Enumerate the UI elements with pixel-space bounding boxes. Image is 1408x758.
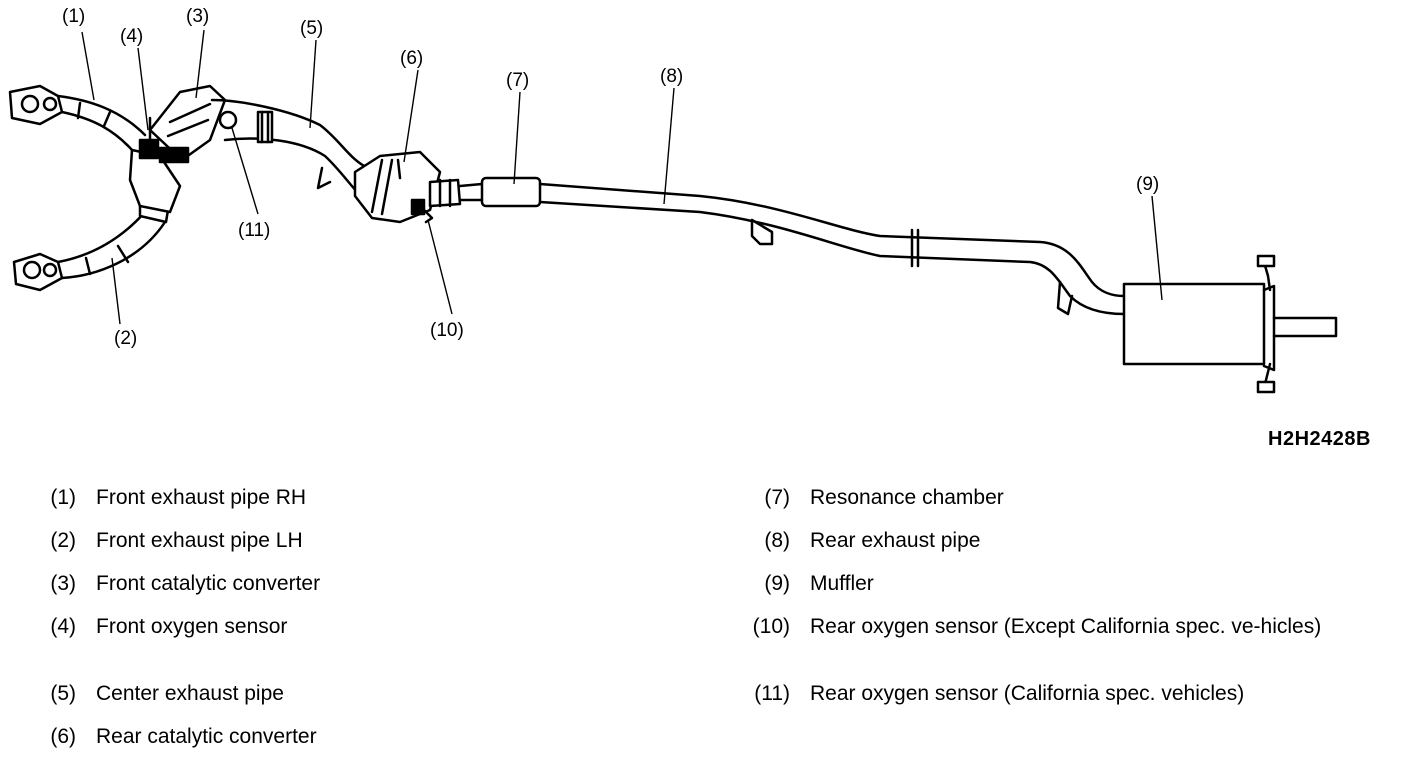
legend-number: (1) [50,486,76,509]
legend-label: Rear catalytic converter [96,725,317,748]
callout-4: (4) [120,26,143,47]
callout-8: (8) [660,66,683,87]
callout-2: (2) [114,328,137,349]
legend-item: (11) Rear oxygen sensor (California spec… [740,682,1385,725]
callout-9: (9) [1136,174,1159,195]
legend-label: Rear oxygen sensor (California spec. veh… [810,682,1245,705]
legend-number: (3) [50,572,76,595]
legend-number: (6) [50,725,76,748]
legend-item: (9) Muffler [740,572,1385,615]
callout-5: (5) [300,18,323,39]
legend-label: Front exhaust pipe LH [96,529,303,552]
front-exhaust-pipe-rh [8,84,147,152]
legend-number: (4) [50,615,76,638]
callout-11: (11) [238,220,270,241]
legend-number: (10) [752,615,790,638]
legend-left: (1) Front exhaust pipe RH (2) Front exha… [40,486,600,755]
legend-number: (11) [754,682,790,705]
legend-label: Front catalytic converter [96,572,321,595]
legend-label: Center exhaust pipe [96,682,284,705]
legend-item: (6) Rear catalytic converter [40,725,600,755]
center-exhaust-pipe [210,98,370,197]
legend-item: (7) Resonance chamber [740,486,1385,529]
rear-exhaust-pipe [538,182,1126,316]
legend-item: (1) Front exhaust pipe RH [40,486,600,529]
legend-number: (7) [764,486,790,509]
figure-code: H2H2428B [1268,428,1371,450]
legend-label: Resonance chamber [810,486,1004,509]
callout-1: (1) [62,6,85,27]
legend-label: Rear oxygen sensor (Except California sp… [810,615,1322,638]
legend-label: Muffler [810,572,874,595]
callout-6: (6) [400,48,423,69]
resonance-chamber [428,176,542,208]
rear-oxygen-sensor-california [218,110,238,130]
leader-lines [81,29,1163,325]
legend-label: Front oxygen sensor [96,615,288,638]
legend-item: (3) Front catalytic converter [40,572,600,615]
muffler [1122,254,1338,394]
front-exhaust-pipe-lh [12,202,170,292]
legend-item: (5) Center exhaust pipe [40,682,600,725]
exhaust-system-diagram: (1) (2) (3) (4) (5) (6) (7) (8) (9) (10)… [8,6,1338,394]
front-catalytic-converter [148,84,227,164]
legend-item: (10) Rear oxygen sensor (Except Californ… [740,615,1385,682]
legend-number: (8) [764,529,790,552]
legend-item: (4) Front oxygen sensor [40,615,600,682]
legend-number: (9) [764,572,790,595]
legend-right: (7) Resonance chamber (8) Rear exhaust p… [740,486,1385,725]
legend-label: Rear exhaust pipe [810,529,981,552]
callout-3: (3) [186,6,209,27]
rear-catalytic-converter [353,150,442,224]
legend-number: (5) [50,682,76,705]
callout-labels: (1) (2) (3) (4) (5) (6) (7) (8) (9) (10)… [62,6,1159,349]
legend-label: Front exhaust pipe RH [96,486,307,509]
legend-item: (8) Rear exhaust pipe [740,529,1385,572]
callout-7: (7) [506,70,529,91]
legend-number: (2) [50,529,76,552]
legend-item: (2) Front exhaust pipe LH [40,529,600,572]
callout-10: (10) [430,320,464,341]
